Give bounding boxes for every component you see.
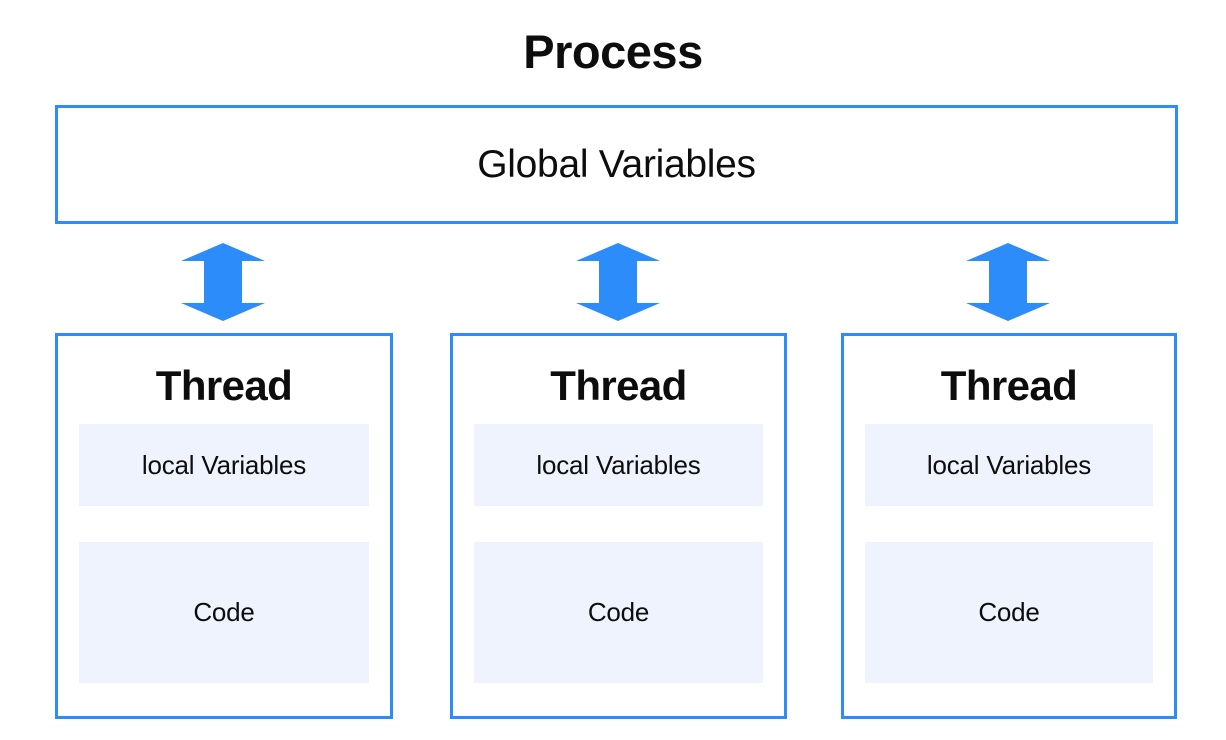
thread-title: Thread <box>940 362 1078 409</box>
double-headed-vertical-arrow-icon <box>181 243 265 321</box>
page-title: Process <box>523 25 703 78</box>
code-label: Code <box>587 597 650 627</box>
double-headed-vertical-arrow-icon <box>576 243 660 321</box>
code-label: Code <box>193 597 255 627</box>
local-variables-label: local Variables <box>536 449 701 480</box>
thread-box: Thread local Variables Code <box>450 333 787 719</box>
thread-title: Thread <box>550 362 687 409</box>
code-panel: Code <box>79 542 369 683</box>
code-panel: Code <box>474 542 763 683</box>
thread-box: Thread local Variables Code <box>841 333 1177 719</box>
global-variables-box: Global Variables <box>55 105 1178 224</box>
local-variables-panel: local Variables <box>474 424 763 506</box>
code-panel: Code <box>865 542 1153 683</box>
local-variables-label: local Variables <box>141 449 307 480</box>
local-variables-label: local Variables <box>926 449 1092 480</box>
thread-title: Thread <box>155 362 293 409</box>
global-variables-label: Global Variables <box>477 142 756 186</box>
double-headed-vertical-arrow-icon <box>966 243 1050 321</box>
local-variables-panel: local Variables <box>865 424 1153 506</box>
local-variables-panel: local Variables <box>79 424 369 506</box>
thread-box: Thread local Variables Code <box>55 333 393 719</box>
code-label: Code <box>978 597 1040 627</box>
